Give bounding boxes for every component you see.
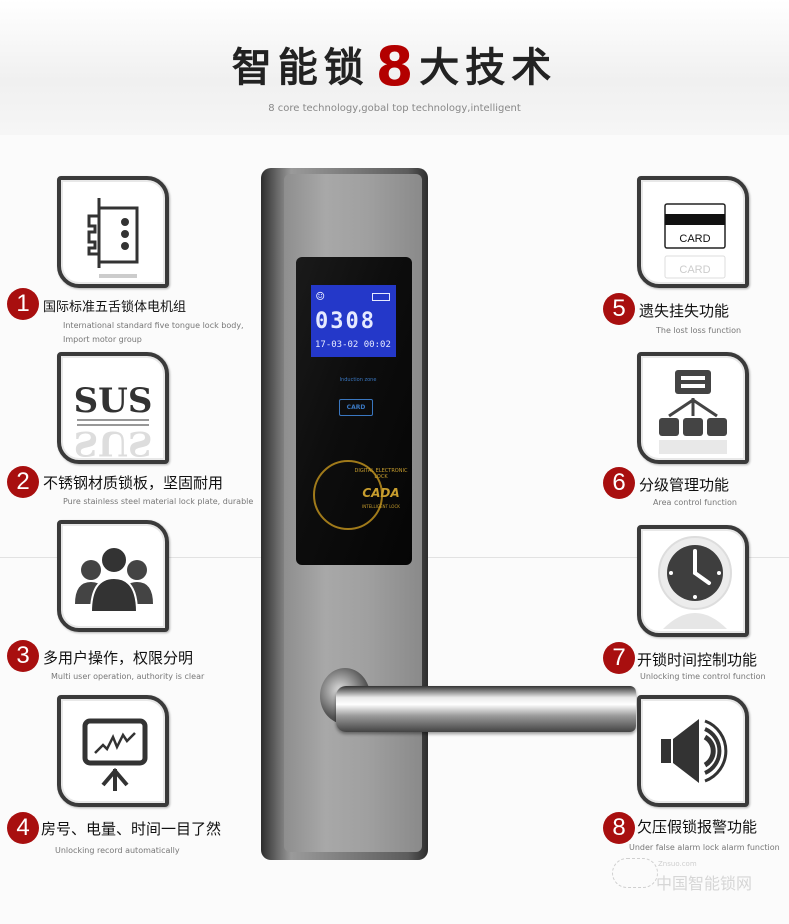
- battery-icon: [372, 293, 390, 301]
- multi-user-icon: [75, 546, 153, 613]
- page-subtitle: 8 core technology,gobal top technology,i…: [268, 103, 521, 114]
- brand-seal: DIGITAL ELECTRONIC LOCK CADA INTELLIGENT…: [313, 460, 407, 530]
- title-text-before: 智能锁: [231, 45, 370, 91]
- feature-2-subtitle: Pure stainless steel material lock plate…: [63, 497, 254, 506]
- feature-8-title: 欠压假锁报警功能: [637, 818, 758, 836]
- feature-2-badge: 2: [7, 466, 39, 498]
- feature-6-icon-box: [637, 352, 749, 464]
- feature-4-subtitle: Unlocking record automatically: [55, 846, 180, 855]
- smiley-icon: ☺: [316, 289, 325, 305]
- seal-ring-text: DIGITAL ELECTRONIC LOCK: [354, 468, 408, 480]
- feature-1-subtitle-line1: International standard five tongue lock …: [63, 321, 244, 330]
- lcd-display: ☺ 0308 17-03-02 00:02: [311, 285, 396, 357]
- induction-zone-label: Induction zone: [339, 377, 377, 383]
- feature-3-icon-box: [57, 520, 169, 632]
- feature-5-subtitle: The lost loss function: [656, 326, 742, 335]
- feature-1-title: 国际标准五舌锁体电机组: [43, 300, 187, 315]
- feature-8-icon-box: [637, 695, 749, 807]
- feature-3-title: 多用户操作，权限分明: [43, 649, 194, 667]
- clock-icon: [658, 536, 732, 629]
- feature-7-badge: 7: [603, 642, 635, 674]
- mortise-lock-body-icon: [87, 198, 139, 278]
- speaker-alarm-icon: [661, 719, 728, 783]
- feature-8-subtitle: Under false alarm lock alarm function: [629, 843, 780, 852]
- brand-logo: CADA: [362, 486, 400, 500]
- watermark-large: 中国智能锁网: [656, 874, 753, 893]
- svg-text:CARD: CARD: [679, 264, 710, 276]
- feature-5-title: 遗失挂失功能: [639, 302, 730, 320]
- svg-text:CARD: CARD: [679, 233, 710, 245]
- feature-1-icon-box: [57, 176, 169, 288]
- chart-presentation-icon: [82, 718, 148, 791]
- title-text-after: 大技术: [419, 45, 558, 91]
- sus-stainless-steel-icon: SUS SUS: [74, 381, 153, 460]
- feature-6-badge: 6: [603, 467, 635, 499]
- svg-text:SUS: SUS: [74, 381, 153, 421]
- feature-2-title: 不锈钢材质锁板，坚固耐用: [43, 474, 224, 492]
- feature-4-badge: 4: [7, 812, 39, 844]
- feature-6-subtitle: Area control function: [653, 498, 737, 507]
- card-reader-pad: CARD: [339, 399, 373, 416]
- hierarchy-icon: [659, 370, 727, 454]
- feature-7-title: 开锁时间控制功能: [637, 651, 758, 669]
- feature-1-badge: 1: [7, 288, 39, 320]
- feature-1-subtitle-line2: Import motor group: [63, 335, 142, 344]
- feature-5-badge: 5: [603, 293, 635, 325]
- feature-3-subtitle: Multi user operation, authority is clear: [51, 672, 205, 681]
- feature-3-badge: 3: [7, 640, 39, 672]
- feature-4-title: 房号、电量、时间一目了然: [41, 820, 222, 838]
- lever-handle: [336, 686, 636, 732]
- feature-8-badge: 8: [603, 812, 635, 844]
- lcd-room-number: 0308: [315, 309, 376, 334]
- watermark-small: Znsuo.com: [658, 860, 697, 868]
- feature-4-icon-box: [57, 695, 169, 807]
- title-number: 8: [375, 35, 414, 98]
- brand-subtitle: INTELLIGENT LOCK: [362, 504, 400, 509]
- lcd-datetime: 17-03-02 00:02: [315, 340, 391, 350]
- cloud-icon: [612, 858, 658, 888]
- svg-text:SUS: SUS: [74, 423, 153, 460]
- feature-6-title: 分级管理功能: [639, 476, 730, 494]
- feature-2-icon-box: SUS SUS: [57, 352, 169, 464]
- card-icon: CARD CARD: [664, 203, 726, 279]
- feature-5-icon-box: CARD CARD: [637, 176, 749, 288]
- feature-7-subtitle: Unlocking time control function: [640, 672, 766, 681]
- feature-7-icon-box: [637, 525, 749, 637]
